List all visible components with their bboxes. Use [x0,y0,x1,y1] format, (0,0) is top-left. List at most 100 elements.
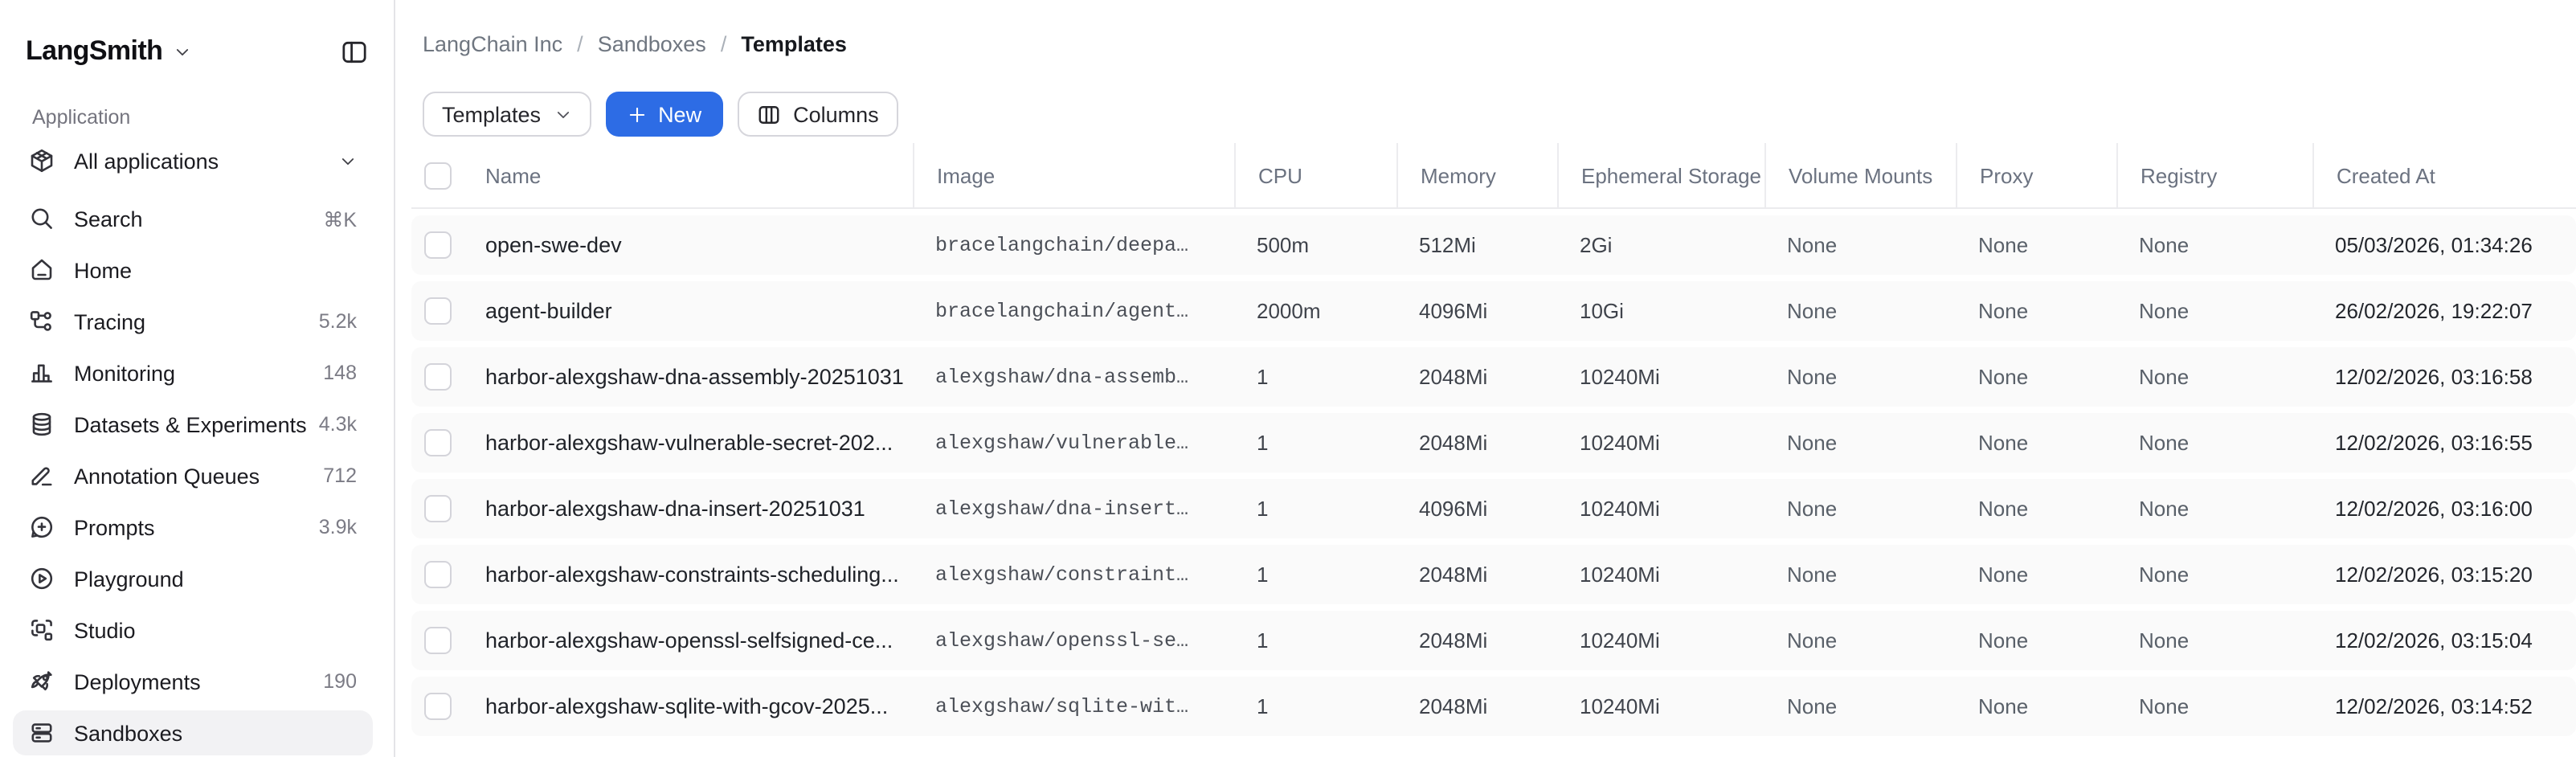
sidebar-item-badge: ⌘K [323,208,357,231]
table-row[interactable]: harbor-alexgshaw-dna-insert-20251031 ale… [411,479,2576,538]
cell-cpu: 1 [1257,431,1269,455]
cell-image: alexgshaw/openssl-se… [935,629,1189,652]
select-all-checkbox[interactable] [424,162,452,189]
chevron-down-icon [554,105,571,123]
row-checkbox-cell [411,297,476,325]
sidebar-item-search[interactable]: Search ⌘K [13,196,373,241]
sidebar-item-prompts[interactable]: Prompts 3.9k [13,505,373,550]
cell-cpu: 500m [1257,233,1310,257]
sidebar-item-label: Datasets & Experiments [74,412,307,436]
row-checkbox[interactable] [424,429,452,456]
sidebar-item-deployments[interactable]: Deployments 190 [13,659,373,704]
cell-memory: 2048Mi [1419,563,1488,587]
langsmith-logo[interactable]: LangSmith [26,35,163,66]
annotation-icon [29,463,55,489]
cell-volume-mounts: None [1787,233,1838,257]
row-checkbox-cell [411,363,476,391]
sidebar-item-badge: 4.3k [318,413,357,436]
columns-button[interactable]: Columns [737,92,898,137]
table-row[interactable]: open-swe-dev bracelangchain/deepa… 500m … [411,215,2576,275]
column-header-image: Image [913,143,1234,207]
sidebar-item-studio[interactable]: Studio [13,608,373,653]
cell-created-at: 12/02/2026, 03:16:55 [2335,431,2533,455]
sidebar-nav: All applications Search ⌘K Home Tracing … [0,138,394,755]
sidebar-item-home[interactable]: Home [13,248,373,293]
row-checkbox[interactable] [424,693,452,720]
row-checkbox[interactable] [424,495,452,522]
row-checkbox[interactable] [424,363,452,391]
row-checkbox[interactable] [424,627,452,654]
cell-proxy: None [1978,497,2029,521]
cell-image: alexgshaw/dna-assemb… [935,366,1189,388]
deployments-icon [29,669,55,694]
column-header-volume-mounts: Volume Mounts [1764,143,1956,207]
cell-memory: 4096Mi [1419,299,1488,323]
sidebar-item-label: Tracing [74,309,146,333]
sidebar-item-label: Sandboxes [74,721,183,745]
cell-name: harbor-alexgshaw-vulnerable-secret-202..… [485,431,893,455]
cell-volume-mounts: None [1787,497,1838,521]
sidebar-item-monitoring[interactable]: Monitoring 148 [13,350,373,395]
sidebar-item-all-applications[interactable]: All applications [13,138,373,183]
cell-image: alexgshaw/vulnerable… [935,432,1189,454]
sidebar-item-label: Search [74,207,143,231]
view-select-templates[interactable]: Templates [423,92,591,137]
sidebar-item-label: Studio [74,618,136,642]
breadcrumb-sandboxes[interactable]: Sandboxes [597,31,706,55]
sidebar-collapse-icon[interactable] [336,34,371,69]
table-row[interactable]: agent-builder bracelangchain/agent… 2000… [411,281,2576,341]
column-header-proxy: Proxy [1956,143,2116,207]
cell-created-at: 12/02/2026, 03:15:20 [2335,563,2533,587]
cell-registry: None [2139,563,2190,587]
datasets-icon [29,411,55,437]
prompts-icon [29,514,55,540]
sidebar-item-tracing[interactable]: Tracing 5.2k [13,299,373,344]
cell-name: harbor-alexgshaw-dna-insert-20251031 [485,497,865,521]
table-row[interactable]: harbor-alexgshaw-openssl-selfsigned-ce..… [411,611,2576,670]
plus-icon [626,104,647,125]
cell-ephemeral-storage: 10240Mi [1580,694,1660,718]
cell-volume-mounts: None [1787,628,1838,653]
playground-icon [29,566,55,591]
cell-name: harbor-alexgshaw-dna-assembly-20251031 [485,365,904,389]
cell-name: harbor-alexgshaw-constraints-scheduling.… [485,563,899,587]
sidebar-item-badge: 148 [323,362,357,384]
cell-memory: 4096Mi [1419,497,1488,521]
cell-name: harbor-alexgshaw-sqlite-with-gcov-2025..… [485,694,889,718]
sidebar-item-annotation-queues[interactable]: Annotation Queues 712 [13,453,373,498]
breadcrumb-templates-current: Templates [741,31,847,55]
table-header-row: Name Image CPU Memory Ephemeral Storage … [411,143,2576,209]
cell-name: open-swe-dev [485,233,622,257]
new-button[interactable]: New [605,92,723,137]
cell-registry: None [2139,694,2190,718]
cell-created-at: 12/02/2026, 03:16:58 [2335,365,2533,389]
row-checkbox-cell [411,561,476,588]
sidebar-item-label: Annotation Queues [74,464,260,488]
table-row[interactable]: harbor-alexgshaw-constraints-scheduling.… [411,545,2576,604]
tracing-icon [29,309,55,334]
cell-memory: 2048Mi [1419,365,1488,389]
table-row[interactable]: harbor-alexgshaw-dna-assembly-20251031 a… [411,347,2576,407]
row-checkbox[interactable] [424,231,452,259]
workspace-chevron-down-icon[interactable] [174,43,191,60]
breadcrumb-workspace[interactable]: LangChain Inc [423,31,563,55]
sidebar-item-sandboxes[interactable]: Sandboxes [13,710,373,755]
cell-volume-mounts: None [1787,563,1838,587]
cell-ephemeral-storage: 10240Mi [1580,431,1660,455]
cell-registry: None [2139,299,2190,323]
cell-created-at: 12/02/2026, 03:16:00 [2335,497,2533,521]
home-icon [29,257,55,283]
breadcrumb: LangChain Inc / Sandboxes / Templates [423,27,2576,59]
sidebar-item-label: Monitoring [74,361,176,385]
row-checkbox[interactable] [424,561,452,588]
sidebar-item-datasets-experiments[interactable]: Datasets & Experiments 4.3k [13,402,373,447]
row-checkbox[interactable] [424,297,452,325]
sidebar-item-playground[interactable]: Playground [13,556,373,601]
cell-proxy: None [1978,299,2029,323]
table-row[interactable]: harbor-alexgshaw-vulnerable-secret-202..… [411,413,2576,473]
studio-icon [29,617,55,643]
cell-volume-mounts: None [1787,299,1838,323]
cell-created-at: 26/02/2026, 19:22:07 [2335,299,2533,323]
table-row[interactable]: harbor-alexgshaw-sqlite-with-gcov-2025..… [411,677,2576,736]
header-checkbox-cell [411,143,476,207]
